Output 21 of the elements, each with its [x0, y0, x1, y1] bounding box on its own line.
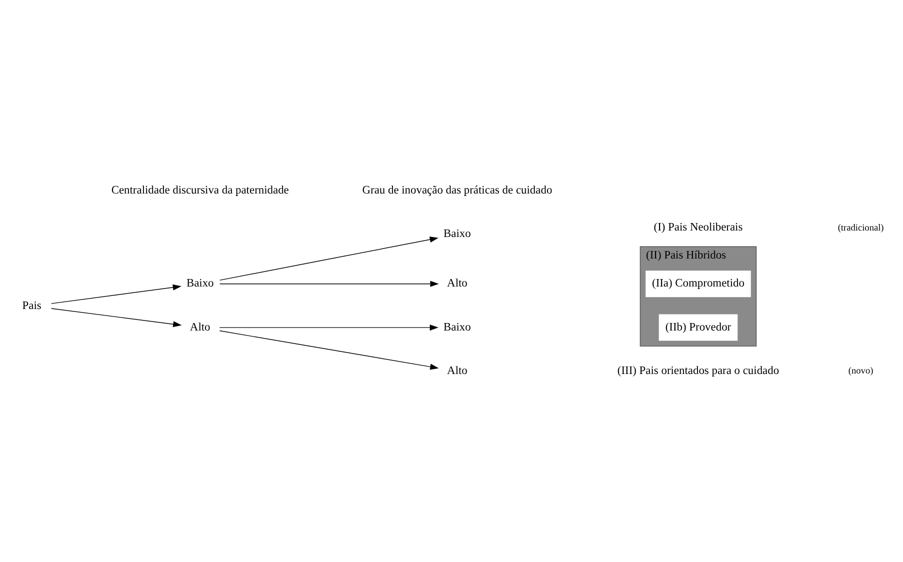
- label: (tradicional): [838, 223, 884, 234]
- node-text: Baixo: [186, 278, 214, 290]
- label: Centralidade discursiva da paternidade: [111, 184, 289, 196]
- node-text: Baixo: [444, 228, 471, 240]
- node-text: Alto: [447, 278, 468, 290]
- arrow: [219, 324, 438, 331]
- arrow: [50, 284, 182, 304]
- arrow: [219, 236, 438, 281]
- node-text: Pais: [22, 300, 42, 312]
- label: Grau de inovação das práticas de cuidado: [362, 184, 552, 196]
- label: (III) Pais orientados para o cuidado: [617, 364, 780, 377]
- arrow: [219, 280, 439, 287]
- node-text: Baixo: [444, 321, 471, 334]
- node-box: (IIa) Comprometido: [646, 270, 751, 298]
- node-box: (IIb) Provedor: [658, 314, 738, 341]
- node-text: Alto: [190, 321, 210, 334]
- arrow: [50, 308, 182, 328]
- node-text: Alto: [447, 364, 468, 377]
- arrow: [219, 330, 439, 370]
- label: (novo): [848, 366, 874, 377]
- label: (I) Pais Neoliberais: [654, 222, 743, 234]
